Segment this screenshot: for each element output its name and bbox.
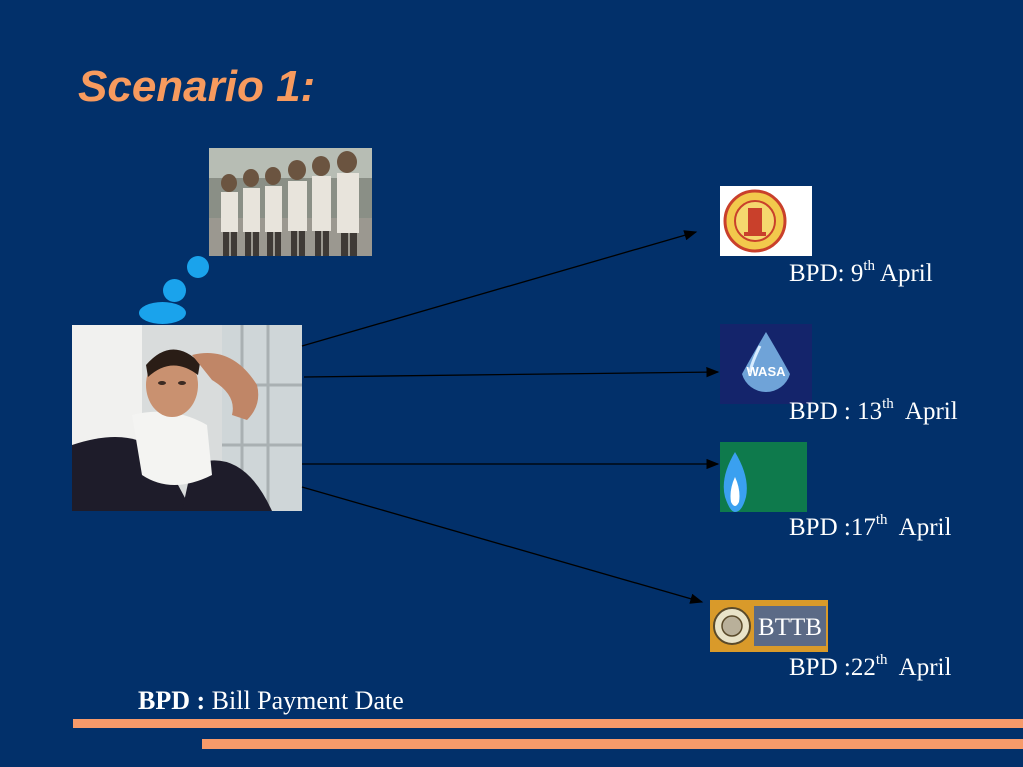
thought-bubble-small xyxy=(187,256,209,278)
arrow-to-pdb xyxy=(301,230,698,347)
bpd-legend: BPD : Bill Payment Date xyxy=(138,686,404,716)
bpd-date-pdb: BPD: 9th April xyxy=(789,258,933,287)
bpd-date-wasa: BPD : 13th April xyxy=(789,396,958,425)
slide-title: Scenario 1: xyxy=(78,62,316,111)
crowd-queue-photo xyxy=(209,148,372,256)
svg-text:BTTB: BTTB xyxy=(758,614,822,641)
bttb-logo: BTTB xyxy=(710,600,828,652)
arrow-to-bttb xyxy=(301,486,704,604)
legend-meaning: Bill Payment Date xyxy=(205,686,404,715)
worried-man-photo xyxy=(72,325,302,511)
bpd-date-gas: BPD :17th April xyxy=(789,512,952,541)
svg-text:WASA: WASA xyxy=(747,364,787,379)
wasa-water-drop-logo: WASA xyxy=(720,324,812,404)
bpd-date-bttb: BPD :22th April xyxy=(789,652,952,681)
thought-bubble-medium xyxy=(163,279,186,302)
gas-flame-logo xyxy=(720,442,807,512)
legend-abbr: BPD : xyxy=(138,686,206,715)
pdb-emblem-logo xyxy=(720,186,812,256)
arrow-to-wasa xyxy=(303,366,720,378)
accent-bar-bottom xyxy=(202,739,1023,749)
thought-bubble-large xyxy=(139,302,186,324)
accent-bar-top xyxy=(73,719,1023,728)
